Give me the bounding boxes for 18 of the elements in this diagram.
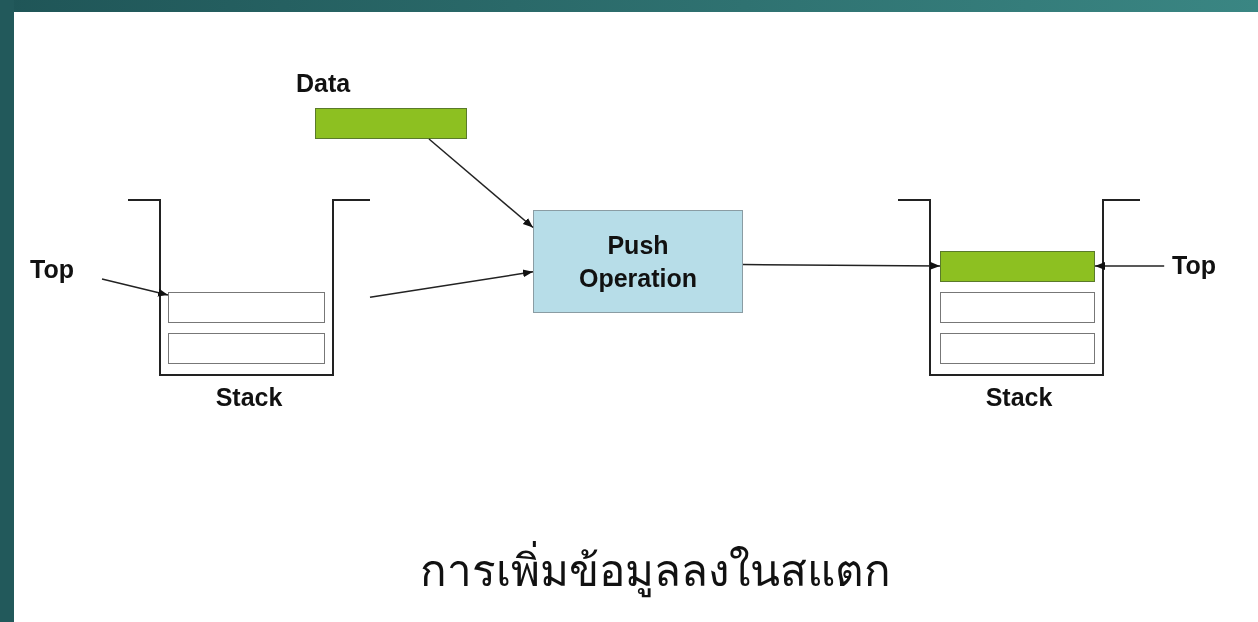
caption: การเพิ่มข้อมูลลงในสแตก	[420, 535, 891, 605]
stack-slot	[940, 251, 1095, 282]
stack-slot	[940, 333, 1095, 364]
process-label: Push Operation	[577, 230, 699, 294]
data-label: Data	[296, 69, 351, 98]
arrow	[369, 269, 534, 299]
pointer-label: Top	[30, 255, 102, 287]
stack-label: Stack	[214, 383, 284, 412]
arrow	[101, 278, 169, 297]
stack-slot	[940, 292, 1095, 323]
stack-slot	[168, 333, 325, 364]
arrow	[742, 261, 941, 270]
arrow	[1094, 261, 1165, 270]
process-box	[533, 210, 743, 313]
pointer-label: Top	[1172, 251, 1250, 283]
arrow	[428, 138, 534, 229]
stack-slot	[168, 292, 325, 323]
stack-label: Stack	[984, 383, 1054, 412]
